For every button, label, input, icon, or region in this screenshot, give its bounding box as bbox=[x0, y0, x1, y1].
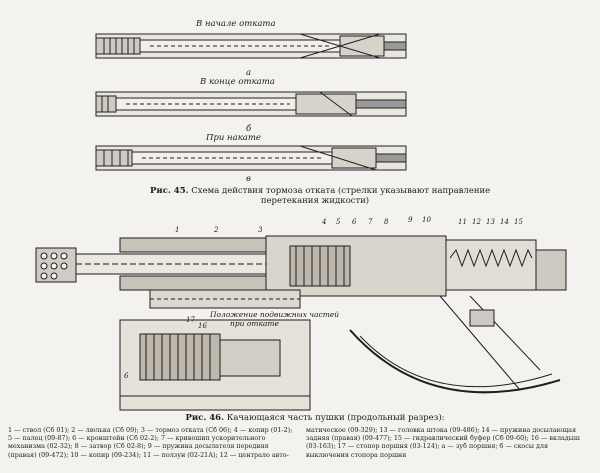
part-number: 12 bbox=[472, 218, 481, 226]
part-number: 6 bbox=[352, 218, 357, 226]
part-number: 3 bbox=[258, 226, 263, 234]
moving-parts-label: Положение подвижных частей bbox=[210, 310, 340, 319]
fig45-caption: Рис. 45. Схема действия тормоза отката (… bbox=[150, 186, 490, 206]
part-number: 4 bbox=[322, 218, 327, 226]
hydraulic-buffer bbox=[535, 249, 567, 291]
fig46-caption: Рис. 46. Качающаяся часть пушки (продоль… bbox=[150, 413, 480, 423]
fig45-text: Схема действия тормоза отката (стрелки у… bbox=[191, 186, 491, 196]
schematic-a-letter: а bbox=[246, 68, 252, 78]
schematic-c-letter: в bbox=[246, 174, 251, 184]
schematic-a-title: В начале отката bbox=[196, 19, 276, 29]
part-number: 11 bbox=[458, 218, 467, 226]
schematic-a bbox=[95, 33, 407, 59]
part-number: 9 bbox=[408, 216, 413, 224]
fig45-number: Рис. 45. bbox=[150, 186, 189, 196]
schematic-b-letter: б bbox=[246, 124, 252, 134]
fig45-text2: перетекания жидкости) bbox=[260, 196, 370, 206]
part-number: 16 bbox=[198, 322, 207, 330]
part-number: 1 bbox=[175, 226, 180, 234]
moving-parts-label-2: при откате bbox=[230, 319, 279, 328]
part-number: 15 bbox=[514, 218, 523, 226]
part-number: 5 bbox=[336, 218, 341, 226]
legend-left-column: 1 — ствол (Сб 01); 2 — люлька (Сб 09); 3… bbox=[8, 426, 293, 459]
part-number: 13 bbox=[486, 218, 495, 226]
part-number: 6 bbox=[124, 372, 129, 380]
part-number: 7 bbox=[368, 218, 373, 226]
schematic-b-title: В конце отката bbox=[200, 77, 275, 87]
fig46-text: Качающаяся часть пушки (продольный разре… bbox=[226, 413, 445, 423]
fig46-number: Рис. 46. bbox=[185, 413, 225, 423]
part-number: 8 bbox=[384, 218, 389, 226]
rammer-spring bbox=[445, 239, 537, 291]
part-number: 10 bbox=[422, 216, 431, 224]
schematic-c bbox=[95, 145, 407, 171]
legend-right-column: матическое (09-329); 13 — головка штока … bbox=[306, 426, 580, 459]
schematic-c-title: При накате bbox=[206, 133, 261, 143]
part-number: 17 bbox=[186, 316, 195, 324]
part-number: 2 bbox=[214, 226, 219, 234]
elevating-sector bbox=[349, 329, 561, 394]
gun-section-drawing bbox=[35, 235, 567, 411]
part-number: 14 bbox=[500, 218, 509, 226]
schematic-b bbox=[95, 91, 407, 117]
